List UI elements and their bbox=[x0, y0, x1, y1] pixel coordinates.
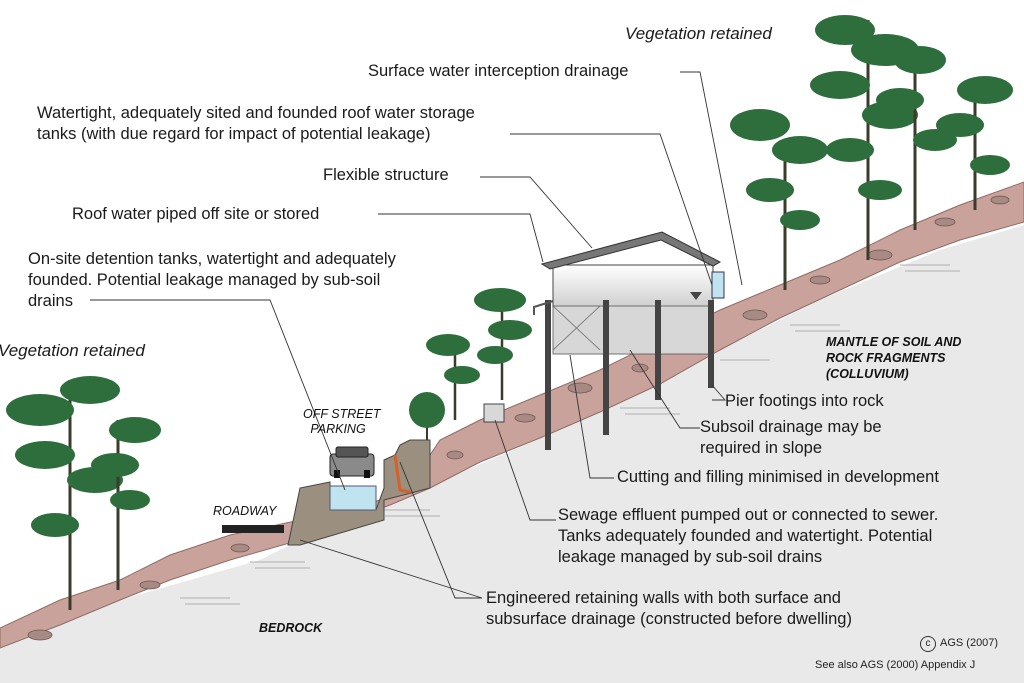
label-vegetation-retained-left: Vegetation retained bbox=[0, 341, 145, 360]
label-sewage-line2: Tanks adequately founded and watertight.… bbox=[558, 527, 933, 545]
label-retaining-line2: subsurface drainage (constructed before … bbox=[486, 610, 852, 628]
tree-icon bbox=[474, 288, 532, 400]
tree-icon bbox=[91, 417, 161, 590]
label-sewage-line1: Sewage effluent pumped out or connected … bbox=[558, 506, 939, 524]
label-mantle-line2: ROCK FRAGMENTS bbox=[826, 351, 946, 365]
label-roof-water-piped: Roof water piped off site or stored bbox=[72, 205, 320, 223]
label-roadway: ROADWAY bbox=[213, 504, 277, 518]
roof-water-funnel bbox=[690, 292, 702, 300]
label-mantle-line3: (COLLUVIUM) bbox=[826, 367, 909, 381]
label-retaining-line1: Engineered retaining walls with both sur… bbox=[486, 589, 841, 607]
tree-icon bbox=[409, 392, 445, 440]
label-see-also: See also AGS (2000) Appendix J bbox=[815, 659, 976, 671]
label-off-street-line1: OFF STREET bbox=[303, 407, 381, 421]
label-sewage-line3: leakage managed by sub-soil drains bbox=[558, 548, 823, 566]
label-roof-tanks-line1: Watertight, adequately sited and founded… bbox=[37, 104, 475, 122]
water-tank-icon bbox=[711, 271, 725, 299]
label-detention-line1: On-site detention tanks, watertight and … bbox=[28, 250, 396, 268]
label-vegetation-retained-top: Vegetation retained bbox=[625, 24, 772, 43]
label-mantle-line1: MANTLE OF SOIL AND bbox=[826, 335, 962, 349]
label-pier-footings: Pier footings into rock bbox=[725, 392, 884, 410]
tree-icon bbox=[876, 46, 957, 230]
label-off-street-line2: PARKING bbox=[310, 422, 366, 436]
label-flexible-structure: Flexible structure bbox=[323, 166, 449, 184]
trees-left bbox=[6, 376, 161, 610]
label-bedrock: BEDROCK bbox=[259, 621, 323, 635]
leader-lines bbox=[90, 71, 743, 599]
label-detention-line2: founded. Potential leakage managed by su… bbox=[28, 271, 381, 289]
label-subsoil-line1: Subsoil drainage may be bbox=[700, 418, 882, 436]
copyright-icon: c bbox=[920, 636, 936, 652]
detention-tank bbox=[329, 485, 377, 511]
trees-right bbox=[409, 15, 1013, 440]
roadway-surface bbox=[222, 525, 284, 533]
tree-icon bbox=[6, 376, 123, 610]
car-icon bbox=[329, 446, 375, 478]
label-roof-tanks-line2: tanks (with due regard for impact of pot… bbox=[37, 125, 431, 143]
sewage-tank bbox=[483, 403, 505, 423]
tree-icon bbox=[426, 334, 480, 420]
retaining-drain bbox=[393, 454, 411, 494]
label-cutting-filling: Cutting and filling minimised in develop… bbox=[617, 468, 939, 486]
tree-icon bbox=[730, 109, 828, 290]
label-subsoil-line2: required in slope bbox=[700, 439, 822, 457]
bedrock-strata bbox=[180, 264, 960, 605]
label-surface-water-interception: Surface water interception drainage bbox=[368, 62, 629, 80]
label-copyright: AGS (2007) bbox=[940, 637, 999, 649]
tree-icon bbox=[936, 76, 1013, 210]
label-detention-line3: drains bbox=[28, 292, 73, 310]
house-icon bbox=[533, 231, 722, 450]
